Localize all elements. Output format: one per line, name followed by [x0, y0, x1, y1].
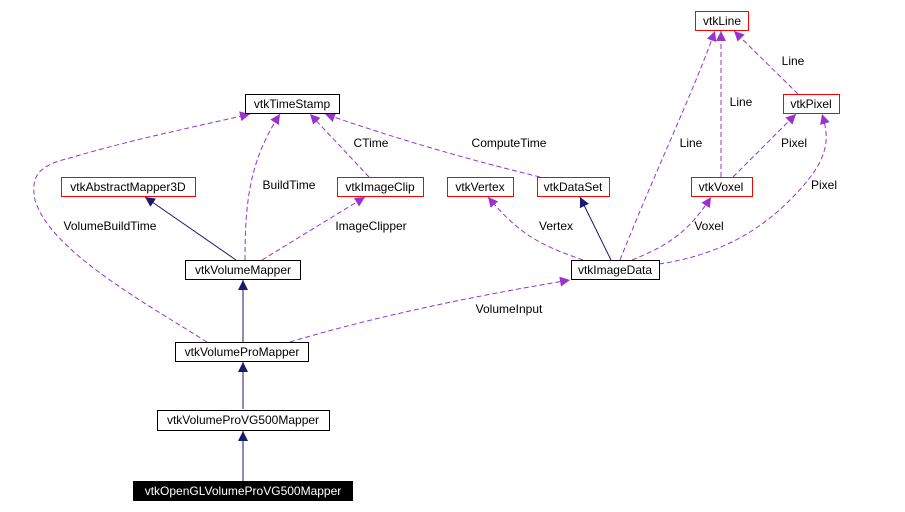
svg-text:vtkVolumeMapper: vtkVolumeMapper — [195, 263, 291, 277]
node-vtkvolumeprovg500mapper[interactable]: vtkVolumeProVG500Mapper — [157, 410, 330, 431]
node-vtkpixel[interactable]: vtkPixel — [783, 94, 840, 114]
node-vtkdataset[interactable]: vtkDataSet — [537, 177, 610, 197]
edge-vertex — [487, 196, 584, 261]
edge-voxel — [631, 196, 712, 261]
edge-buildtime — [244, 113, 281, 261]
node-vtkvoxel[interactable]: vtkVoxel — [691, 177, 753, 197]
edge-volumebuildtime — [33, 111, 251, 343]
edge-label: Vertex — [539, 219, 573, 233]
svg-text:vtkVoxel: vtkVoxel — [699, 180, 744, 194]
edge-label: Pixel — [781, 136, 807, 150]
node-vtkopenglvolumeprovg500mapper: vtkOpenGLVolumeProVG500Mapper — [133, 481, 353, 501]
edge-label: Line — [730, 95, 753, 109]
edge-volumeinput — [289, 276, 571, 343]
edge-label: VolumeInput — [476, 302, 543, 316]
edge-labels: Line Line Line Pixel Pixel ComputeTime C… — [64, 54, 837, 316]
edge-label: BuildTime — [263, 178, 316, 192]
edge-imagedata-inherits-dataset — [579, 196, 612, 261]
edge-computetime — [324, 112, 541, 178]
svg-text:vtkLine: vtkLine — [703, 14, 741, 28]
edges — [33, 30, 830, 481]
node-vtkvolumepromapper[interactable]: vtkVolumeProMapper — [175, 342, 309, 362]
edge-label: Pixel — [811, 178, 837, 192]
svg-text:vtkTimeStamp: vtkTimeStamp — [254, 97, 331, 111]
svg-text:vtkPixel: vtkPixel — [790, 97, 831, 111]
edge-pixel-line — [733, 30, 799, 95]
edge-label: Line — [680, 136, 703, 150]
svg-text:vtkVertex: vtkVertex — [455, 180, 504, 194]
edge-imagedata-pixel — [658, 113, 830, 265]
svg-text:vtkImageData: vtkImageData — [578, 263, 652, 277]
edge-imageclipper — [261, 196, 366, 261]
node-vtkvolumemapper[interactable]: vtkVolumeMapper — [185, 260, 301, 280]
svg-text:vtkDataSet: vtkDataSet — [544, 180, 603, 194]
node-vtkimageclip[interactable]: vtkImageClip — [337, 177, 424, 197]
svg-text:vtkAbstractMapper3D: vtkAbstractMapper3D — [70, 180, 186, 194]
edge-label: CTime — [354, 136, 389, 150]
edge-label: ImageClipper — [335, 219, 406, 233]
node-vtktimestamp[interactable]: vtkTimeStamp — [245, 94, 340, 114]
node-vtkvertex[interactable]: vtkVertex — [447, 177, 514, 197]
svg-text:vtkVolumeProVG500Mapper: vtkVolumeProVG500Mapper — [167, 413, 319, 427]
node-vtkimagedata[interactable]: vtkImageData — [571, 260, 660, 280]
svg-text:vtkVolumeProMapper: vtkVolumeProMapper — [185, 345, 300, 359]
edge-label: Voxel — [694, 219, 723, 233]
edge-label: Line — [782, 54, 805, 68]
edge-label: ComputeTime — [472, 136, 547, 150]
edge-imagedata-line — [619, 30, 717, 261]
edge-voxel-pixel — [732, 113, 797, 178]
svg-text:vtkOpenGLVolumeProVG500Mapper: vtkOpenGLVolumeProVG500Mapper — [145, 484, 342, 498]
node-vtkabstractmapper3d[interactable]: vtkAbstractMapper3D — [61, 177, 196, 197]
edge-volumemapper-inherits-abstractmapper3d — [144, 196, 237, 261]
node-vtkline[interactable]: vtkLine — [695, 11, 749, 31]
edge-ctime — [309, 113, 370, 178]
edge-label: VolumeBuildTime — [64, 219, 157, 233]
svg-text:vtkImageClip: vtkImageClip — [345, 180, 415, 194]
